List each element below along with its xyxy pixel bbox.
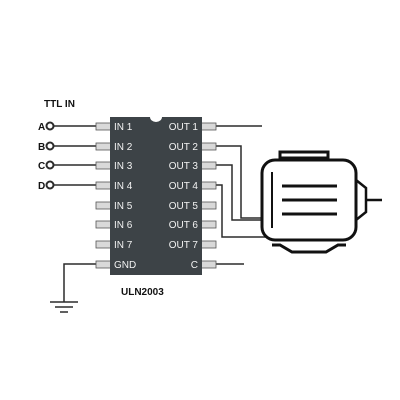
input-terminal-a — [45, 121, 55, 131]
input-terminals — [45, 121, 55, 190]
left-pin-label: IN 5 — [114, 201, 133, 212]
wire-out-3 — [216, 164, 272, 221]
right-pin-2 — [199, 142, 217, 151]
input-letter: D — [38, 181, 45, 192]
right-pin-label: OUT 1 — [169, 122, 199, 133]
left-pin-label: IN 7 — [114, 240, 133, 251]
left-pin-label: IN 1 — [114, 122, 133, 133]
left-pin-label: IN 6 — [114, 220, 133, 231]
left-pin-4 — [95, 181, 113, 190]
wire-out-2 — [216, 145, 270, 219]
chip-notch — [150, 117, 162, 122]
chip-name: ULN2003 — [121, 287, 164, 298]
input-letter: A — [38, 122, 45, 133]
right-pin-label: OUT 4 — [169, 181, 199, 192]
right-pin-5 — [199, 201, 217, 210]
wires — [50, 125, 272, 302]
right-pin-7 — [199, 240, 217, 249]
right-pin-label: OUT 2 — [169, 142, 199, 153]
right-pin-label: OUT 6 — [169, 220, 199, 231]
uln2003-chip — [110, 117, 202, 275]
left-pin-8 — [95, 260, 113, 269]
left-pin-6 — [95, 220, 113, 229]
wire-gnd — [63, 263, 96, 302]
input-terminal-c — [45, 160, 55, 170]
chip-body — [110, 117, 202, 275]
input-letter: C — [38, 161, 45, 172]
right-pin-1 — [199, 122, 217, 131]
left-pin-7 — [95, 240, 113, 249]
left-pin-label: GND — [114, 260, 136, 271]
pin-labels: IN 1 OUT 1 IN 2 OUT 2 IN 3 OUT 3 IN 4 OUT 4 IN 5… — [114, 122, 198, 271]
ttl-in-label: TTL IN — [44, 99, 75, 110]
right-pin-4 — [199, 181, 217, 190]
input-letter: B — [38, 142, 45, 153]
left-pin-2 — [95, 142, 113, 151]
left-pin-3 — [95, 161, 113, 170]
left-pin-label: IN 3 — [114, 161, 133, 172]
right-pin-3 — [199, 161, 217, 170]
right-pin-8 — [199, 260, 217, 269]
right-pin-label: OUT 5 — [169, 201, 199, 212]
motor-icon — [260, 150, 382, 254]
chip-pins — [95, 122, 217, 269]
motor-cap — [278, 150, 330, 160]
left-pin-label: IN 2 — [114, 142, 133, 153]
input-terminal-d — [45, 180, 55, 190]
wire-out-4 — [216, 184, 270, 238]
right-pin-label: OUT 3 — [169, 161, 199, 172]
motor-base — [272, 243, 346, 254]
left-pin-1 — [95, 122, 113, 131]
right-pin-label: OUT 7 — [169, 240, 199, 251]
input-terminal-b — [45, 141, 55, 151]
left-pin-5 — [95, 201, 113, 210]
right-pin-label: C — [191, 260, 198, 271]
right-pin-6 — [199, 220, 217, 229]
ground-icon — [50, 301, 78, 313]
left-pin-label: IN 4 — [114, 181, 133, 192]
